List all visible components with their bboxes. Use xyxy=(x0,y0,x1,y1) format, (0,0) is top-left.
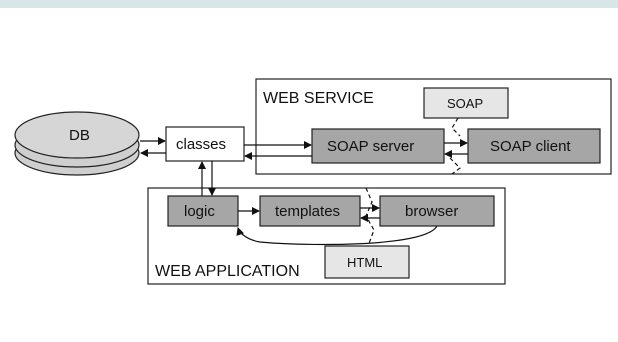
db-node: DB xyxy=(14,111,140,176)
soap-box xyxy=(423,87,509,119)
soap-client-label: SOAP client xyxy=(490,138,571,155)
templates-label: templates xyxy=(275,203,340,220)
soap-client-box xyxy=(467,128,601,164)
html-box xyxy=(324,245,410,279)
soap-server-box xyxy=(311,128,445,164)
html-label: HTML xyxy=(347,255,382,270)
architecture-diagram: WEB SERVICE WEB APPLICATION DB classes S… xyxy=(14,78,612,285)
db-label: DB xyxy=(69,127,90,144)
arrow-browser-to-logic xyxy=(236,225,438,246)
web-service-label: WEB SERVICE xyxy=(263,90,374,107)
browser-label: browser xyxy=(405,203,458,220)
html-dashed-connector xyxy=(365,187,375,247)
web-application-label: WEB APPLICATION xyxy=(155,263,300,280)
logic-label: logic xyxy=(184,203,215,220)
browser-box xyxy=(379,195,495,227)
soap-server-label: SOAP server xyxy=(327,138,414,155)
classes-label: classes xyxy=(176,136,226,153)
soap-dashed-connector-top xyxy=(451,117,461,137)
templates-box xyxy=(259,195,361,227)
diagram-canvas: WEB SERVICE WEB APPLICATION DB classes S… xyxy=(0,0,618,285)
logic-box xyxy=(167,195,239,227)
soap-label: SOAP xyxy=(447,96,483,111)
soap-dashed-connector-bottom xyxy=(449,157,461,175)
